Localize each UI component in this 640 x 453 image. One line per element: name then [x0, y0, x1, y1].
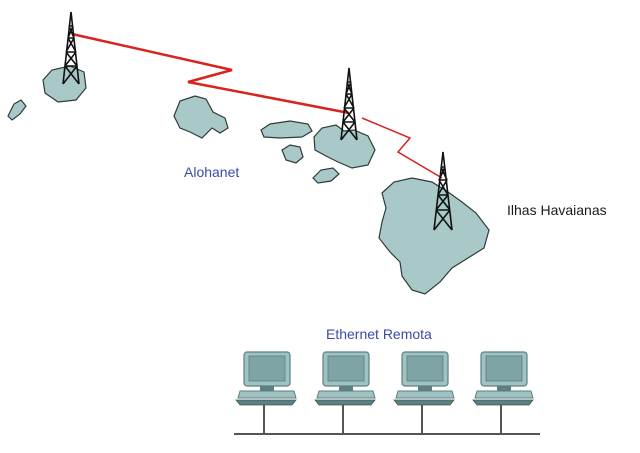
monitor-screen [327, 355, 365, 382]
system-unit [395, 390, 455, 399]
system-unit [474, 390, 534, 399]
monitor-screen [248, 355, 286, 382]
desktop-computer-icon [235, 351, 297, 406]
label-ilhas-havaianas: Ilhas Havaianas [507, 202, 607, 218]
radio-links [71, 32, 443, 179]
hawaiian-islands [7, 65, 490, 295]
keyboard [472, 399, 534, 406]
island-niihau [7, 99, 27, 121]
radio-link-secondary [361, 117, 443, 179]
monitor-stand [339, 386, 353, 391]
monitor-stand [418, 386, 432, 391]
island-oahu [173, 95, 229, 139]
monitor-stand [497, 386, 511, 391]
radio-tower-icon [340, 67, 358, 141]
ethernet-bus [234, 405, 540, 435]
system-unit [237, 390, 297, 399]
island-hawaii [378, 177, 490, 295]
island-kahoolawe [312, 167, 340, 184]
island-kauai [42, 65, 87, 103]
keyboard [393, 399, 455, 406]
radio-tower-icon [433, 151, 453, 231]
radio-link-main [71, 32, 350, 115]
monitor-screen [406, 355, 444, 382]
system-unit [316, 390, 376, 399]
desktop-computer-icon [472, 351, 534, 406]
island-maui [313, 124, 376, 169]
keyboard [314, 399, 376, 406]
monitor-screen [485, 355, 523, 382]
keyboard [235, 399, 297, 406]
island-molokai [260, 120, 313, 139]
desktop-computer-icon [314, 351, 376, 406]
radio-tower-icon [62, 11, 80, 85]
desktop-computer-icon [393, 351, 455, 406]
monitor-stand [260, 386, 274, 391]
label-ethernet-remota: Ethernet Remota [326, 326, 432, 342]
label-alohanet: Alohanet [184, 164, 239, 180]
island-lanai [281, 144, 304, 164]
